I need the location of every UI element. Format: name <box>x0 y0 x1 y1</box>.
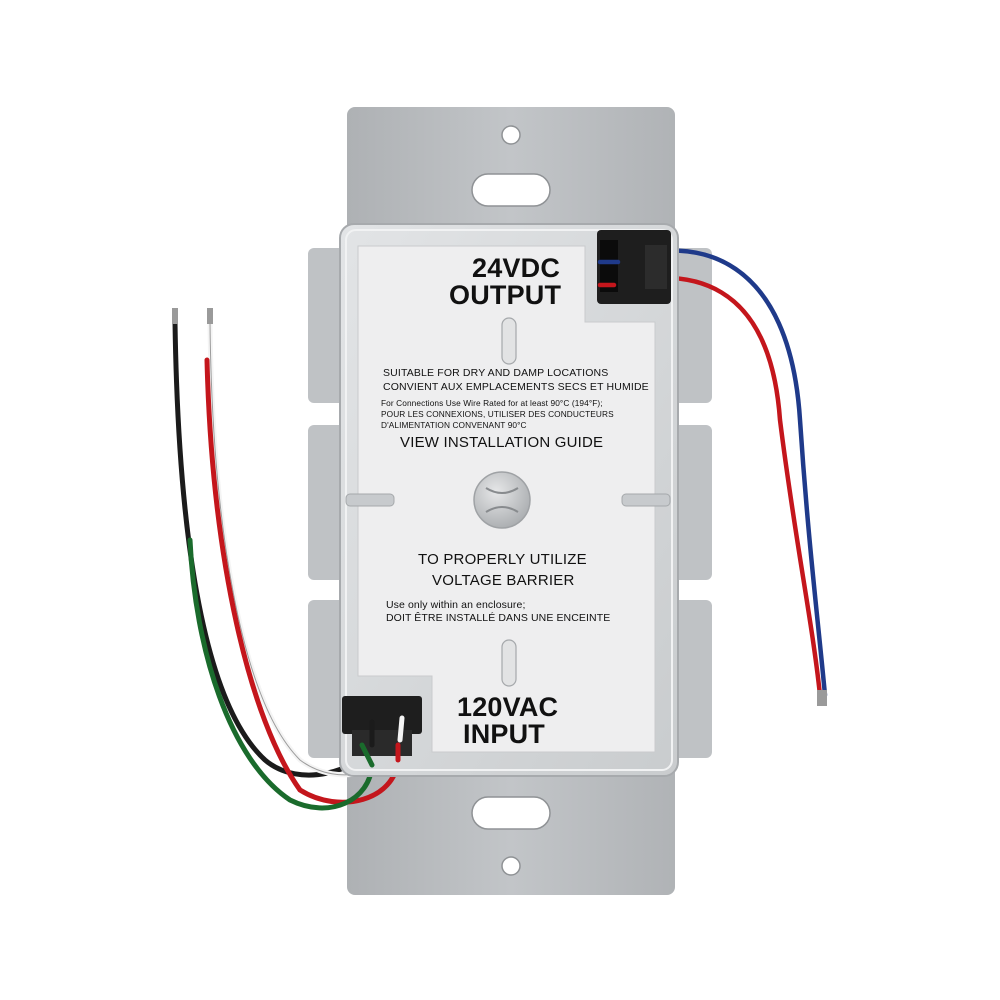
wire-green <box>187 537 375 811</box>
locations-fr: CONVIENT AUX EMPLACEMENTS SECS ET HUMIDE <box>383 381 649 393</box>
barrier-text-line2: VOLTAGE BARRIER <box>432 572 575 589</box>
screw-hole-bottom <box>501 856 521 876</box>
installation-guide-text: VIEW INSTALLATION GUIDE <box>400 434 604 451</box>
wire-red-left <box>204 357 401 805</box>
strip-black <box>172 308 178 324</box>
wire-rating-fr-1: POUR LES CONNEXIONS, UTILISER DES CONDUC… <box>381 409 614 419</box>
wire-red-right <box>609 275 823 698</box>
wire-blue <box>612 248 828 698</box>
wire-black <box>172 319 375 778</box>
wire-rating-fr-2: D'ALIMENTATION CONVENANT 90°C <box>381 420 527 430</box>
side-tab-right <box>621 493 671 507</box>
wire-ends <box>359 259 621 768</box>
strip-blue <box>822 690 827 706</box>
output-terminal-block <box>597 230 671 304</box>
barrier-text-line1: TO PROPERLY UTILIZE <box>418 551 587 568</box>
output-wires <box>609 248 828 706</box>
locations-en: SUITABLE FOR DRY AND DAMP LOCATIONS <box>383 367 609 379</box>
slot-bottom <box>471 796 551 830</box>
slot-vertical-bottom <box>501 639 517 687</box>
input-label-line1: 120VAC <box>457 692 559 722</box>
housing <box>339 223 679 777</box>
strip-red <box>817 690 822 706</box>
strip-white <box>207 308 213 324</box>
center-knob <box>473 471 531 529</box>
screw-hole-top <box>501 125 521 145</box>
output-label-line2: OUTPUT <box>449 280 562 310</box>
side-tab-left <box>345 493 395 507</box>
wire-rating-en: For Connections Use Wire Rated for at le… <box>381 398 603 408</box>
enclosure-en: Use only within an enclosure; <box>386 599 526 611</box>
slot-vertical-top <box>501 317 517 365</box>
output-label-line1: 24VDC <box>472 253 561 283</box>
input-label-line2: INPUT <box>463 719 545 749</box>
slot-top <box>471 173 551 207</box>
enclosure-fr: DOIT ÊTRE INSTALLÉ DANS UNE ENCEINTE <box>386 612 611 624</box>
input-terminal-block <box>342 696 422 756</box>
